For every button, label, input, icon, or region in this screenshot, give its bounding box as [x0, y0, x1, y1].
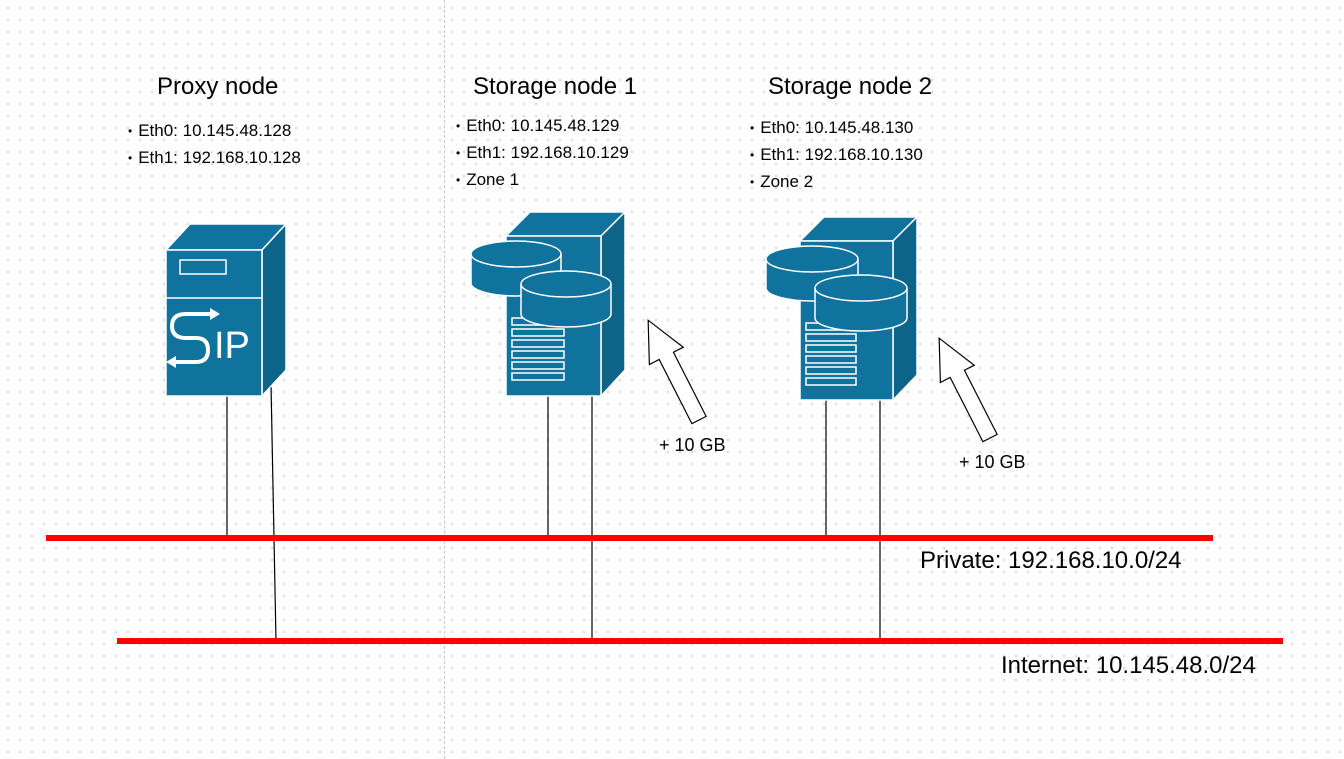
- proxy-eth0-link: [270, 383, 277, 642]
- proxy-node-info: Eth0: 10.145.48.128 Eth1: 192.168.10.128: [128, 118, 301, 172]
- internet-network-label: Internet: 10.145.48.0/24: [1001, 652, 1256, 679]
- storage-server-icon: [765, 215, 919, 402]
- storage-server-icon: [470, 210, 627, 398]
- svg-text:IP: IP: [214, 325, 250, 367]
- storage-node-2-title: Storage node 2: [768, 73, 933, 100]
- sip-server-icon: IP: [164, 222, 288, 398]
- growth-arrow-icon: [938, 336, 998, 443]
- canvas-guide-line: [444, 0, 445, 759]
- storage-node-1-info: Eth0: 10.145.48.129 Eth1: 192.168.10.129…: [456, 113, 629, 194]
- proxy-eth0-info: Eth0: 10.145.48.128: [128, 118, 301, 145]
- storage-node-1-title: Storage node 1: [473, 73, 638, 100]
- private-network-label: Private: 192.168.10.0/24: [920, 547, 1182, 574]
- storage2-eth0-info: Eth0: 10.145.48.130: [750, 115, 923, 142]
- storage1-zone-info: Zone 1: [456, 167, 629, 194]
- storage1-eth0-info: Eth0: 10.145.48.129: [456, 113, 629, 140]
- proxy-node-title: Proxy node: [157, 73, 279, 100]
- proxy-eth1-info: Eth1: 192.168.10.128: [128, 145, 301, 172]
- storage2-eth1-info: Eth1: 192.168.10.130: [750, 142, 923, 169]
- storage-node-2-growth-label: + 10 GB: [959, 452, 1026, 472]
- growth-arrow-icon: [647, 318, 707, 425]
- storage2-zone-info: Zone 2: [750, 169, 923, 196]
- storage-node-2-info: Eth0: 10.145.48.130 Eth1: 192.168.10.130…: [750, 115, 923, 196]
- storage-node-1-growth-label: + 10 GB: [659, 435, 726, 455]
- storage1-eth1-info: Eth1: 192.168.10.129: [456, 140, 629, 167]
